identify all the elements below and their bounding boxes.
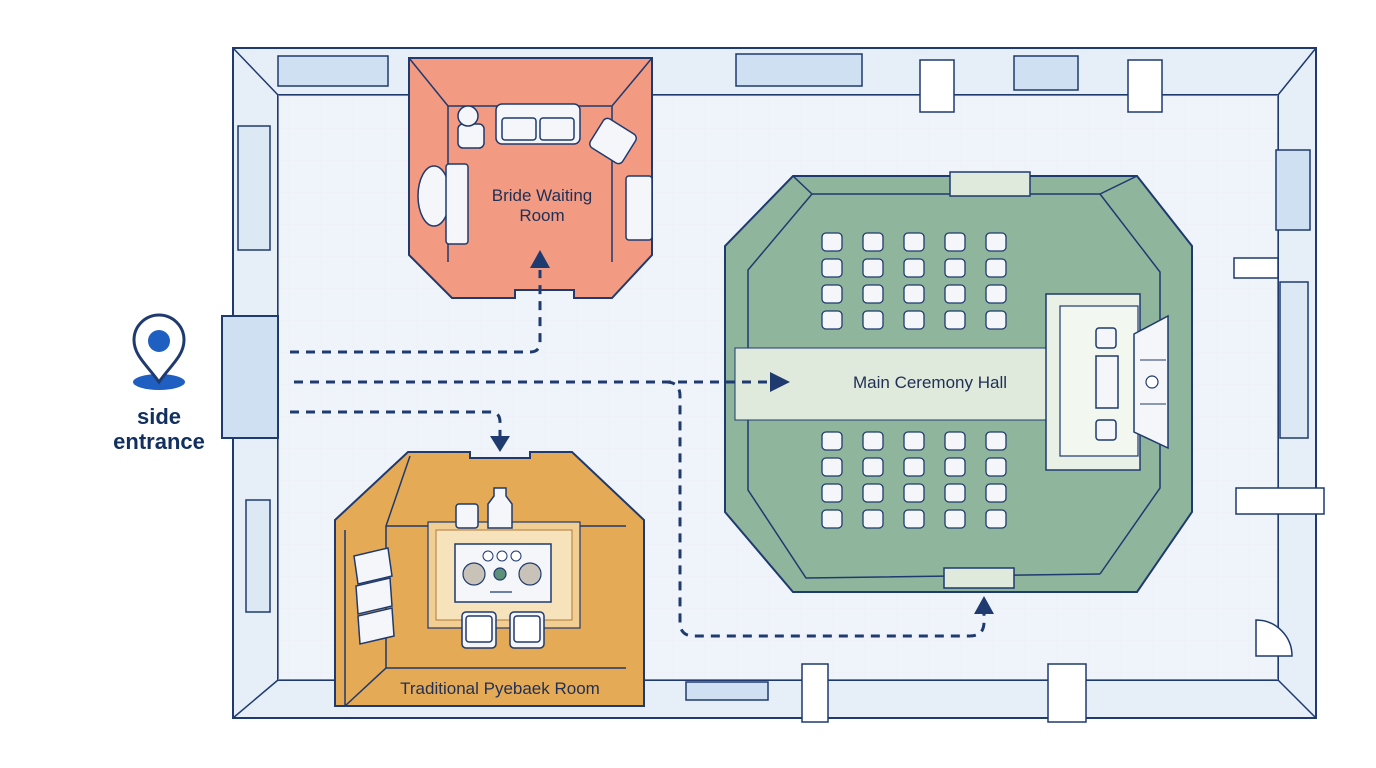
hall-chair [821, 431, 843, 451]
hall-chair [985, 509, 1007, 529]
hall-chair [903, 431, 925, 451]
bride-waiting-room [408, 57, 653, 299]
main-hall-label: Main Ceremony Hall [853, 373, 1007, 392]
bride-room-furniture [417, 103, 653, 245]
hall-chair [985, 457, 1007, 477]
hall-aisle [734, 347, 1048, 421]
pyebaek-room-label: Traditional Pyebaek Room [400, 679, 600, 698]
hall-chair [862, 431, 884, 451]
hall-chair [903, 258, 925, 278]
path-to-bride-room [290, 270, 542, 354]
hall-chair [821, 310, 843, 330]
hall-stage [1045, 293, 1169, 471]
hall-chair [985, 483, 1007, 503]
hall-chair [985, 284, 1007, 304]
path-to-hall-rear [665, 380, 986, 638]
path-arrows [490, 250, 994, 614]
arrow-up-icon [530, 250, 550, 268]
bride-room-label: Bride Waiting Room [491, 186, 593, 225]
hall-chair [862, 509, 884, 529]
hall-chair [903, 284, 925, 304]
hall-chair [903, 509, 925, 529]
hall-chair [944, 457, 966, 477]
hall-chairs [821, 232, 1007, 529]
hall-chair [944, 509, 966, 529]
hall-chair [903, 483, 925, 503]
hall-chair [862, 258, 884, 278]
hall-chair [821, 232, 843, 252]
pyebaek-seats [455, 487, 545, 649]
path-to-pyebaek-room [290, 410, 502, 438]
hall-chair [985, 310, 1007, 330]
arrow-down-icon [490, 436, 510, 452]
pyebaek-room [334, 451, 645, 707]
hall-chair [821, 483, 843, 503]
hall-chair [903, 457, 925, 477]
arrow-right-icon [770, 372, 790, 392]
folding-screen [353, 547, 395, 645]
hall-chair [903, 310, 925, 330]
hall-chair [821, 457, 843, 477]
hall-chair [944, 284, 966, 304]
hall-chair [985, 258, 1007, 278]
hall-chair [821, 284, 843, 304]
hall-chair [821, 258, 843, 278]
location-pin-icon [132, 313, 186, 390]
hall-chair [903, 232, 925, 252]
hall-chair [985, 431, 1007, 451]
arrow-up-icon [974, 596, 994, 614]
hall-chair [985, 232, 1007, 252]
hall-chair [944, 258, 966, 278]
hall-chair [862, 483, 884, 503]
hall-chair [862, 457, 884, 477]
pyebaek-table [454, 543, 552, 603]
hall-chair [862, 284, 884, 304]
hall-chair [944, 232, 966, 252]
hall-chair [944, 431, 966, 451]
side-entrance-label: side entrance [113, 404, 205, 455]
hall-chair [944, 310, 966, 330]
main-ceremony-hall [724, 171, 1193, 593]
hall-chair [944, 483, 966, 503]
hall-chair [862, 310, 884, 330]
hall-chair [821, 509, 843, 529]
hall-chair [862, 232, 884, 252]
navigation-paths [290, 270, 986, 638]
